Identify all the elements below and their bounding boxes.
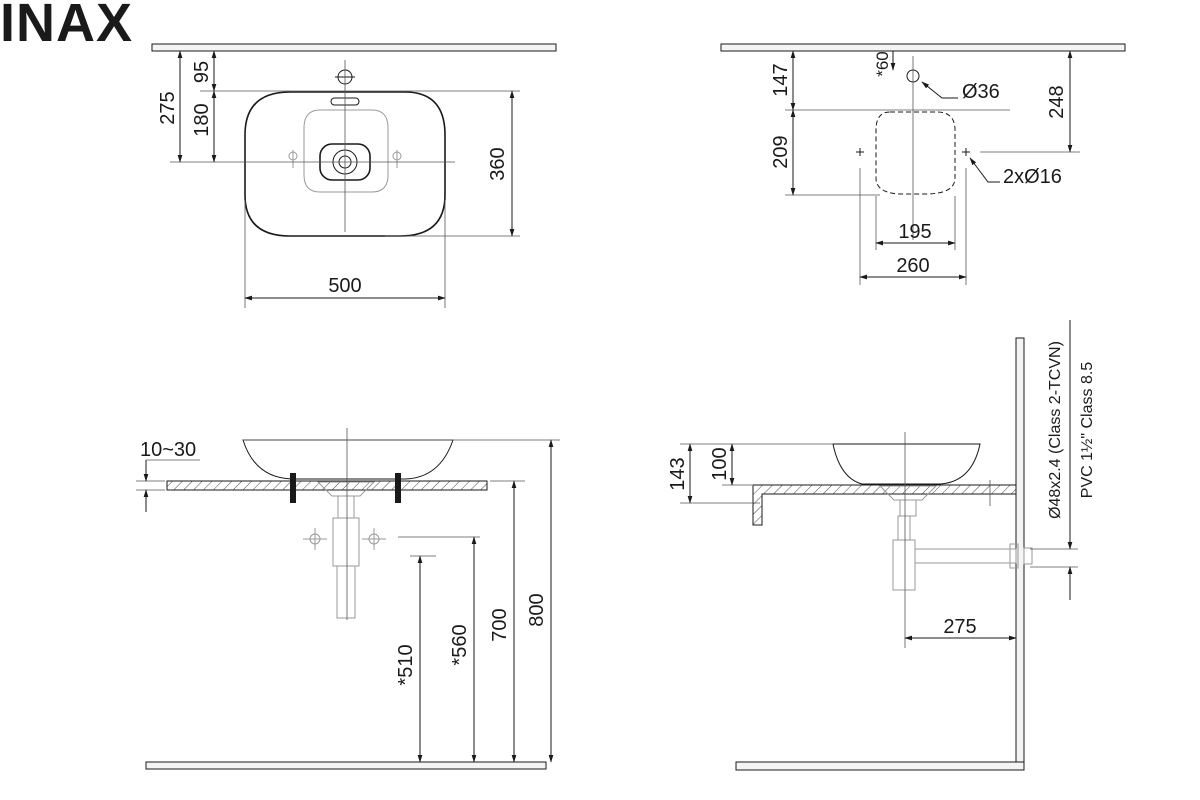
dim-248: 248 [1046,85,1068,118]
waste-pipe-side [899,499,917,517]
wall-socket-side [1023,547,1033,565]
dim-100-side: 100 [709,447,731,480]
dim-209: 209 [770,135,792,168]
pipe-spec-line-1: Ø48x2.4 (Class 2-TCVN) [1047,341,1064,519]
dim-95: 95 [191,61,213,83]
dim-147: 147 [770,63,792,96]
bolt-right-front [395,473,401,503]
dim-143: 143 [667,457,689,490]
countertop-front [166,480,488,491]
wall-bar-plan [151,43,557,52]
front-view: 10~30 *510 *560 700 800 [136,428,560,770]
bowl-side [832,443,981,485]
dim-195: 195 [898,221,931,243]
trap-front [332,517,360,567]
wall-side [1015,337,1025,771]
wall-bar-elevation [720,43,1126,52]
side-view: 143 100 275 Ø48x2.4 (Class 2-TCVN) PVC 1… [667,320,1096,771]
outlet-pipe-side [914,548,1017,564]
dim-10-30: 10~30 [140,439,196,461]
trap-body-side [892,539,916,591]
waste-pipe-front [337,495,355,519]
dim-275-plan: 275 [157,91,179,124]
supply-valve-right [362,528,386,550]
dim-260: 260 [896,255,929,277]
fixing-bolt-right [392,150,402,168]
waste-flange-side [878,485,938,501]
fixing-point-right [962,148,970,156]
dim-800: 800 [526,593,548,626]
supply-valve-left [303,528,327,550]
outlet-flange-side [1009,543,1019,569]
dim-500: 500 [328,275,361,297]
basin-inner-plan [303,109,389,193]
floor-bar-front [145,761,547,770]
dim-2xd16: 2xØ16 [1003,166,1062,188]
trap-top-side [897,515,911,541]
wall-elevation: *60 147 209 248 Ø36 2xØ16 195 260 [720,43,1126,285]
trap-lower-front [336,565,356,619]
dim-360: 360 [487,147,509,180]
dim-510: *510 [395,644,417,685]
fixing-bolt-left [288,150,298,168]
fixing-point-left [856,148,864,156]
dim-d36: Ø36 [962,81,1000,103]
bowl-front [242,439,454,480]
plan-view: 95 275 180 360 500 [151,43,557,308]
floor-bar-side [735,761,1025,771]
dim-275-side: 275 [943,616,976,638]
dim-560: *560 [449,624,471,665]
waste-flange-front [316,481,376,497]
dim-700: 700 [489,608,511,641]
dim-60: *60 [873,51,892,77]
bolt-left-front [290,473,296,503]
basin-dashed-outline [875,111,956,195]
pipe-spec-line-2: PVC 1½" Class 8.5 [1079,362,1096,499]
brand-logo: INAX [0,0,134,53]
dim-180: 180 [191,103,213,136]
